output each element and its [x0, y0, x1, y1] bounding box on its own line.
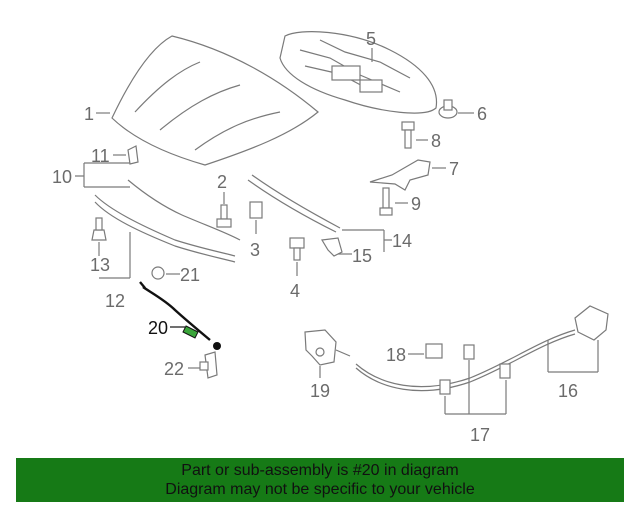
callout-6[interactable]: 6 — [477, 104, 487, 124]
part-hood-insulator[interactable] — [279, 31, 438, 114]
part-bolt-2[interactable] — [216, 204, 232, 228]
part-bolt-9[interactable] — [379, 187, 393, 216]
part-clip-3[interactable] — [249, 201, 263, 219]
banner-line-1: Part or sub-assembly is #20 in diagram — [181, 462, 459, 479]
leader-12 — [99, 232, 131, 279]
part-bolt-8[interactable] — [401, 121, 415, 149]
part-hinge[interactable] — [369, 159, 431, 191]
leader-17 — [444, 360, 507, 415]
part-hood[interactable] — [111, 35, 319, 166]
part-hood-latch[interactable] — [304, 329, 351, 366]
callout-17[interactable]: 17 — [470, 425, 490, 445]
callout-15[interactable]: 15 — [352, 246, 372, 266]
banner-line-2: Diagram may not be specific to your vehi… — [165, 481, 475, 498]
part-rear-seal[interactable] — [247, 174, 341, 233]
callout-21[interactable]: 21 — [180, 265, 200, 285]
part-clip-18[interactable] — [425, 343, 443, 359]
part-bracket-15[interactable] — [321, 237, 343, 257]
callout-2[interactable]: 2 — [217, 172, 227, 192]
callout-4[interactable]: 4 — [290, 281, 300, 301]
hood-parts-diagram: 1 5 6 8 7 9 10 11 — [52, 29, 609, 445]
callout-7[interactable]: 7 — [449, 159, 459, 179]
part-release-cable-20[interactable] — [139, 281, 221, 350]
leader-16 — [547, 340, 599, 373]
callout-3[interactable]: 3 — [250, 240, 260, 260]
part-clip-13[interactable] — [91, 217, 107, 241]
part-clip-6[interactable] — [438, 99, 458, 119]
callout-13[interactable]: 13 — [90, 255, 110, 275]
info-banner: Part or sub-assembly is #20 in diagram D… — [16, 458, 624, 502]
callout-9[interactable]: 9 — [411, 194, 421, 214]
part-cable-clips-17[interactable] — [439, 344, 511, 395]
callout-18[interactable]: 18 — [386, 345, 406, 365]
callout-1[interactable]: 1 — [84, 104, 94, 124]
part-front-seal[interactable] — [94, 179, 241, 263]
callout-22[interactable]: 22 — [164, 359, 184, 379]
callout-5[interactable]: 5 — [366, 29, 376, 49]
part-cable-assembly-16[interactable] — [355, 305, 609, 392]
callout-16[interactable]: 16 — [558, 381, 578, 401]
part-grommet-21[interactable] — [151, 266, 165, 280]
callout-11[interactable]: 11 — [91, 146, 110, 166]
callout-12[interactable]: 12 — [105, 291, 125, 311]
part-bumper-11[interactable] — [127, 145, 139, 165]
callout-10[interactable]: 10 — [52, 167, 72, 187]
callout-8[interactable]: 8 — [431, 131, 441, 151]
leader-10 — [75, 162, 130, 188]
callout-19[interactable]: 19 — [310, 381, 330, 401]
leader-14 — [342, 229, 392, 252]
part-bracket-22[interactable] — [199, 351, 218, 379]
callout-14[interactable]: 14 — [392, 231, 412, 251]
part-bolt-4[interactable] — [289, 237, 305, 261]
callout-20[interactable]: 20 — [148, 318, 168, 338]
